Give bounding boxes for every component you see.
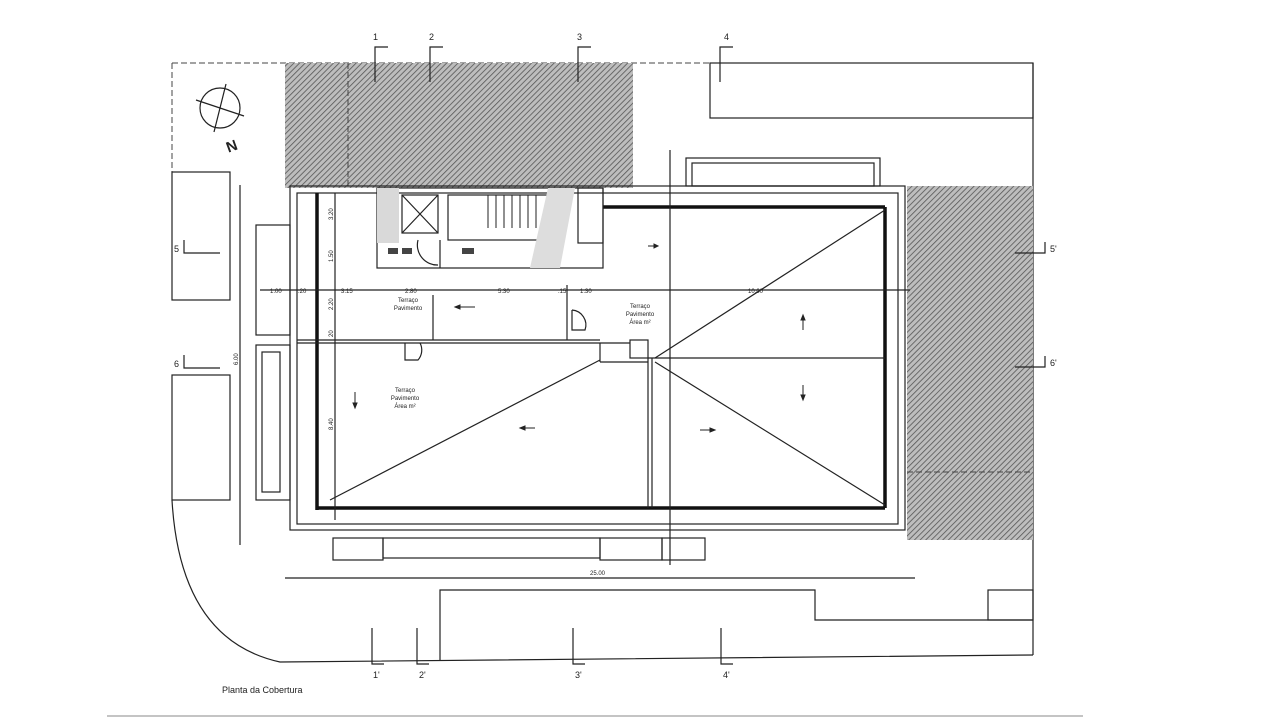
stair-elevator-core	[376, 187, 604, 269]
svg-text:Pavimento: Pavimento	[391, 396, 420, 402]
dimension-label: 8.40	[329, 418, 335, 430]
dimension-label: 1.50	[329, 250, 335, 262]
dimension-label: 3.15	[341, 289, 353, 295]
dimension-label: 1.00	[270, 289, 282, 295]
section-label: 2	[429, 32, 434, 42]
north-label: N	[224, 137, 240, 157]
svg-text:Terraço: Terraço	[395, 388, 416, 394]
room-labels: Terraço Pavimento Terraço Pavimento Área…	[391, 298, 655, 410]
dimension-label: 20	[329, 330, 335, 337]
north-arrow-icon: N	[195, 83, 245, 157]
dimension-label: 6.00	[234, 353, 240, 365]
dimension-label: 5.30	[498, 289, 510, 295]
section-label: 2'	[419, 670, 426, 680]
dimension-label: 1.30	[580, 289, 592, 295]
dimension-label: 10.00	[748, 289, 764, 295]
svg-text:Terraço: Terraço	[398, 298, 419, 304]
section-label: 3	[577, 32, 582, 42]
section-label: 3'	[575, 670, 582, 680]
section-label: 4	[724, 32, 729, 42]
drawing-caption: Planta da Cobertura	[222, 685, 303, 695]
neighbour-building-right	[907, 186, 1033, 540]
section-label: 5	[174, 244, 179, 254]
svg-text:Pavimento: Pavimento	[394, 306, 423, 312]
section-label: 4'	[723, 670, 730, 680]
neighbour-building-top	[285, 63, 633, 188]
section-label: 5'	[1050, 244, 1057, 254]
section-label: 1	[373, 32, 378, 42]
section-markers: 1 2 3 4 1' 2' 3' 4' 5 6 5' 6'	[174, 32, 1057, 680]
section-label: 6	[174, 359, 179, 369]
svg-text:Área m²: Área m²	[394, 403, 415, 410]
section-label: 6'	[1050, 358, 1057, 368]
overall-dimension-label: 25.00	[590, 571, 606, 577]
svg-text:Terraço: Terraço	[630, 304, 651, 310]
dimension-lines: 1.00 .20 3.15 2.80 5.30 .15 1.30 10.00 3…	[234, 150, 915, 579]
svg-text:Área m²: Área m²	[629, 319, 650, 326]
svg-text:Pavimento: Pavimento	[626, 312, 655, 318]
section-label: 1'	[373, 670, 380, 680]
bottom-planters	[332, 537, 706, 561]
site-boundary	[171, 62, 1034, 663]
dimension-label: 2.80	[405, 289, 417, 295]
dimension-label: 3.20	[329, 208, 335, 220]
building-outline	[255, 157, 906, 531]
slope-arrow-icons	[352, 243, 806, 433]
dimension-label: .20	[298, 289, 307, 295]
dimension-label: 2.20	[329, 298, 335, 310]
dimension-label: .15	[558, 289, 567, 295]
